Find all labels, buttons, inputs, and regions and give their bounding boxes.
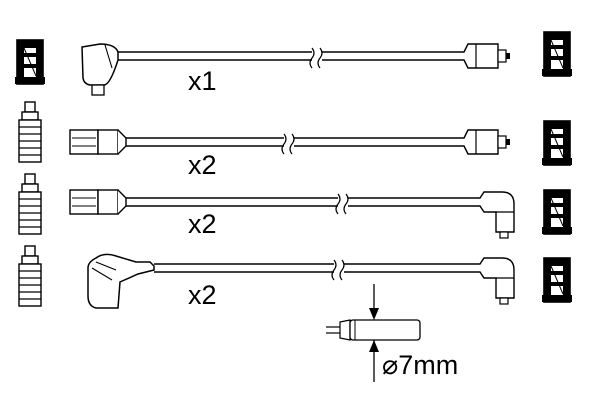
cable-diameter-detail	[326, 284, 421, 382]
angled-boot-left-1	[81, 43, 142, 96]
quantity-label-1: x1	[188, 66, 217, 96]
quantity-label-4: x2	[188, 280, 217, 310]
cable-1	[142, 47, 436, 69]
lead-row-1	[14, 31, 573, 96]
lead-row-2	[18, 101, 573, 166]
lead-row-4	[18, 245, 573, 309]
plug-cap-right-3	[541, 189, 573, 235]
flat-connector-left-2	[69, 129, 127, 155]
coil-cap-left-1	[14, 39, 46, 85]
angled-boot-right-3	[453, 191, 515, 239]
quantity-label-3: x2	[188, 209, 217, 239]
straight-boot-right-2	[435, 129, 511, 155]
distributor-terminal-left-4	[18, 245, 42, 307]
distributor-terminal-left-2	[18, 101, 42, 163]
plug-cap-right-4	[541, 257, 573, 303]
diameter-value: 7mm	[398, 350, 459, 380]
distributor-terminal-left-3	[18, 173, 42, 235]
quantity-label-2: x2	[188, 150, 217, 180]
plug-cap-right-2	[541, 120, 573, 166]
angled-round-boot-left-4	[87, 253, 155, 309]
lead-row-3	[18, 173, 573, 239]
diameter-symbol: ⌀	[382, 350, 399, 380]
straight-boot-right-1	[435, 43, 511, 69]
diameter-label: ⌀7mm	[382, 352, 458, 379]
cable-3	[126, 193, 454, 215]
plug-cap-right-1	[541, 31, 573, 77]
flat-connector-left-3	[69, 189, 127, 215]
angled-boot-right-4	[453, 257, 515, 305]
cable-2	[126, 133, 436, 155]
cable-4	[154, 259, 454, 281]
